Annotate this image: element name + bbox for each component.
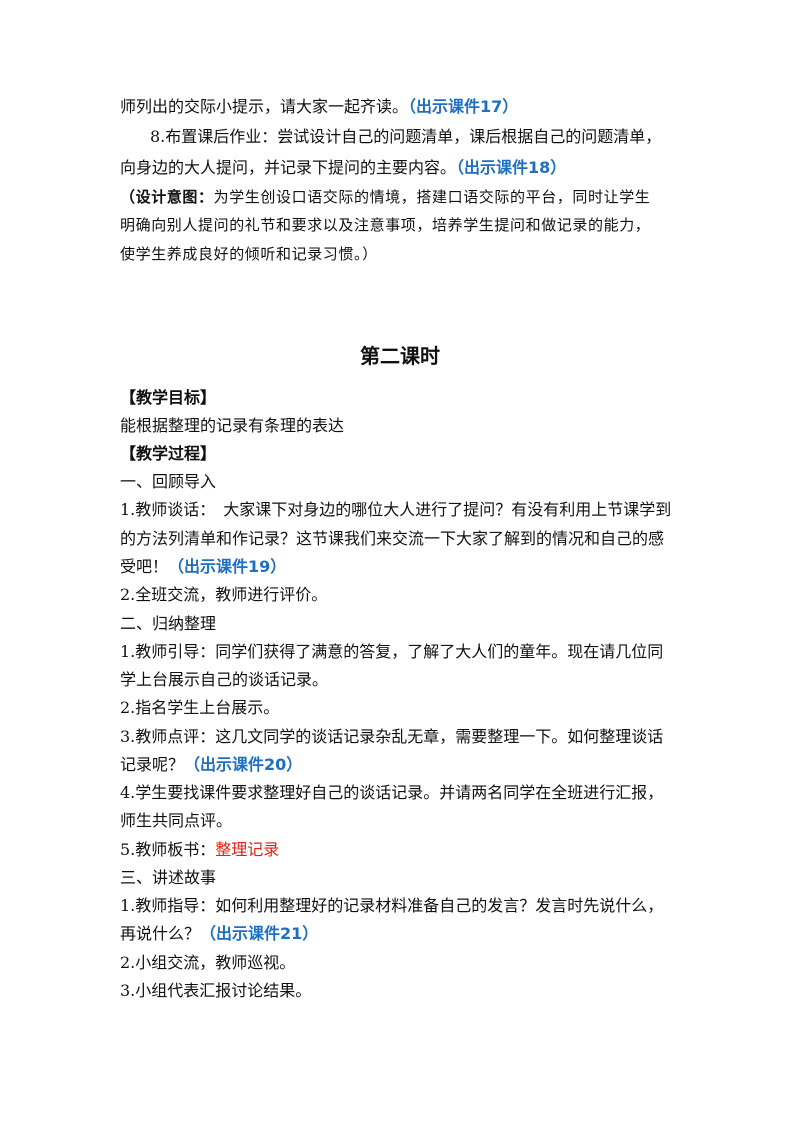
board-text: 整理记录 [215, 840, 280, 859]
subsection-heading: 三、讲述故事 [120, 868, 217, 887]
section-title: 第二课时 [360, 344, 440, 368]
text-line: 师生共同点评。 [120, 811, 233, 830]
slide-ref: （出示课件17） [408, 97, 519, 116]
slide-ref: （出示课件19） [168, 557, 287, 576]
text: 明确向别人提问的礼节和要求以及注意事项，培养学生提问和做记录的能力， [120, 216, 651, 234]
text-line: 2.小组交流，教师巡视。 [120, 953, 296, 972]
text-line: 记录呢？（出示课件20） [120, 755, 700, 775]
design-note-line: 明确向别人提问的礼节和要求以及注意事项，培养学生提问和做记录的能力， [120, 215, 700, 235]
text: 8.布置课后作业：尝试设计自己的问题清单，课后根据自己的问题清单， [150, 127, 662, 146]
text-line: 的方法列清单和作记录？这节课我们来交流一下大家了解到的情况和自己的感 [120, 529, 665, 548]
goal-text: 能根据整理的记录有条理的表达 [120, 416, 345, 435]
text-line: 1.教师指导：如何利用整理好的记录材料准备自己的发言？发言时先说什么， [120, 896, 664, 915]
design-note-label: （设计意图： [120, 188, 214, 206]
text-line: 受吧！（出示课件19） [120, 557, 700, 577]
text-line: 1.教师谈话： 大家课下对身边的哪位大人进行了提问？有没有利用上节课学到 [120, 500, 672, 519]
design-note-line: （设计意图：为学生创设口语交际的情境，搭建口语交际的平台，同时让学生 [120, 187, 700, 207]
text-line: 学上台展示自己的谈话记录。 [120, 670, 329, 689]
text: 使学生养成良好的倾听和记录习惯。） [120, 245, 378, 263]
slide-ref: （出示课件18） [456, 158, 567, 177]
text-line: 1.教师引导：同学们获得了满意的答复，了解了大人们的童年。现在请几位同 [120, 642, 664, 661]
design-note-line: 使学生养成良好的倾听和记录习惯。） [120, 244, 700, 264]
text: 师列出的交际小提示，请大家一起齐读。 [120, 97, 409, 116]
text: 受吧！ [120, 557, 169, 576]
process-heading: 【教学过程】 [120, 444, 217, 463]
text-line: 3.小组代表汇报讨论结果。 [120, 981, 312, 1000]
text-line: 再说什么？（出示课件21） [120, 924, 700, 944]
text-line: 3.教师点评：这几文同学的谈话记录杂乱无章，需要整理一下。如何整理谈话 [120, 727, 664, 746]
text-line: 师列出的交际小提示，请大家一起齐读。（出示课件17） [120, 97, 700, 117]
slide-ref: （出示课件21） [200, 924, 319, 943]
text-line: 5.教师板书：整理记录 [120, 840, 700, 860]
slide-ref: （出示课件20） [184, 755, 303, 774]
subsection-heading: 二、归纳整理 [120, 614, 217, 633]
text-line: 8.布置课后作业：尝试设计自己的问题清单，课后根据自己的问题清单， [150, 127, 700, 147]
text-line: 4.学生要找课件要求整理好自己的谈话记录。并请两名同学在全班进行汇报， [120, 783, 664, 802]
text: 记录呢？ [120, 755, 185, 774]
text: 5.教师板书： [120, 840, 216, 859]
text: 为学生创设口语交际的情境，搭建口语交际的平台，同时让学生 [213, 188, 651, 206]
subsection-heading: 一、回顾导入 [120, 472, 217, 491]
text-line: 2.全班交流，教师进行评价。 [120, 585, 328, 604]
text: 再说什么？ [120, 924, 201, 943]
text-line: 2.指名学生上台展示。 [120, 698, 280, 717]
text-line: 向身边的大人提问，并记录下提问的主要内容。（出示课件18） [120, 158, 700, 178]
goal-heading: 【教学目标】 [120, 388, 217, 407]
text: 向身边的大人提问，并记录下提问的主要内容。 [120, 158, 457, 177]
